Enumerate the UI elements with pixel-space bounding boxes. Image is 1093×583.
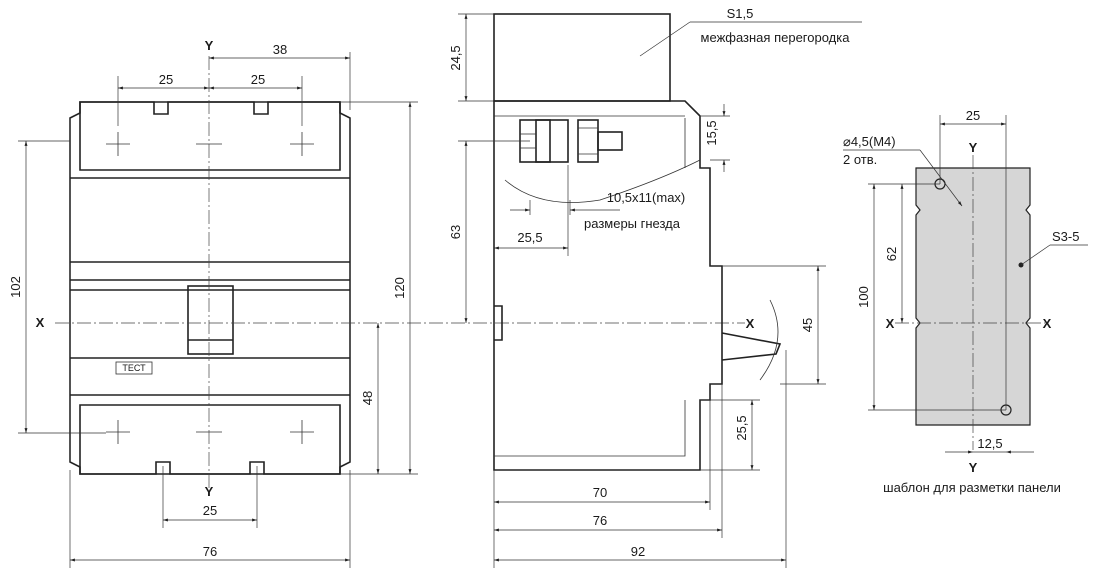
front-dim-102: 102: [8, 140, 106, 434]
dim-side-92: 92: [631, 544, 645, 559]
side-dim-15-5: 15,5: [700, 104, 730, 172]
material-leader: [1020, 244, 1051, 266]
template-y-top: Y: [969, 140, 978, 155]
template-dim-100: 100: [856, 286, 871, 308]
material-label: S3-5: [1052, 229, 1079, 244]
partition-leader: [639, 21, 691, 57]
front-toggle-handle: [187, 285, 234, 355]
front-body-outline: [69, 101, 351, 475]
side-clip: [494, 305, 503, 341]
socket-size-label: 10,5x11(max): [607, 190, 686, 205]
front-dims-top: 25 25 38: [117, 42, 351, 126]
front-x-label: X: [36, 315, 45, 330]
dim-side-right-25-5: 25,5: [734, 415, 749, 440]
dim-front-bottom-25: 25: [203, 503, 217, 518]
side-handle-lever: [721, 332, 782, 361]
terminal-screw-detail: [504, 119, 701, 203]
template-caption: шаблон для разметки панели: [883, 480, 1061, 495]
front-dims-right: 120 48: [340, 101, 418, 475]
phase-partition: [493, 13, 671, 102]
front-y-label-top: Y: [205, 38, 214, 53]
hole-count: 2 отв.: [843, 152, 877, 167]
dim-front-48: 48: [360, 391, 375, 405]
dim-front-top-25-right: 25: [251, 72, 265, 87]
hole-leader: [919, 149, 963, 207]
dim-side-45: 45: [800, 318, 815, 332]
side-dim-45: 45: [722, 265, 826, 385]
side-x-label: X: [746, 316, 755, 331]
dim-side-63: 63: [448, 225, 463, 239]
hole-label: ⌀4,5(M4): [843, 134, 896, 149]
dim-side-inner-25-5: 25,5: [517, 230, 542, 245]
side-view: S1,5 межфазная перегородка 10,5x11(max) …: [448, 6, 862, 568]
template-x-left: X: [886, 316, 895, 331]
dim-side-15-5: 15,5: [704, 120, 719, 145]
front-dims-bottom: 25 76: [69, 466, 351, 568]
template-dim-12-5: 12,5: [977, 436, 1002, 451]
dim-front-120: 120: [392, 277, 407, 299]
socket-size-text: размеры гнезда: [584, 216, 681, 231]
front-view: ТЕСТ Y Y X 25 25 38: [8, 38, 745, 568]
side-dim-63: 63: [448, 140, 530, 323]
template-dim-62: 62: [884, 247, 899, 261]
front-top-cover: [79, 101, 341, 171]
template-dim-25: 25: [966, 108, 980, 123]
dim-side-24-5: 24,5: [448, 45, 463, 70]
template-y-bottom: Y: [969, 460, 978, 475]
partition-label: S1,5: [727, 6, 754, 21]
side-dim-25-5-inner: 25,5: [494, 165, 569, 256]
side-dim-25-5-right: 25,5: [700, 399, 760, 471]
dim-front-top-38: 38: [273, 42, 287, 57]
front-bottom-cover: [79, 404, 341, 475]
side-dim-24-5: 24,5: [448, 13, 494, 102]
side-handle-arc: [759, 299, 779, 381]
dim-side-76: 76: [593, 513, 607, 528]
side-inner-bottom: [494, 400, 686, 457]
side-dims-bottom: 70 76 92: [493, 350, 787, 568]
dim-front-102: 102: [8, 276, 23, 298]
template-x-right: X: [1043, 316, 1052, 331]
front-y-label-bottom: Y: [205, 484, 214, 499]
side-body-outline: [493, 100, 723, 471]
test-button: [115, 361, 153, 375]
dim-front-bottom-76: 76: [203, 544, 217, 559]
template-view: 25 ⌀4,5(M4) 2 отв. 62 100 12,5 S3-5 Y Y …: [843, 108, 1088, 495]
test-button-label: ТЕСТ: [122, 363, 146, 373]
partition-text: межфазная перегородка: [701, 30, 851, 45]
dim-front-top-25-left: 25: [159, 72, 173, 87]
dim-side-70: 70: [593, 485, 607, 500]
